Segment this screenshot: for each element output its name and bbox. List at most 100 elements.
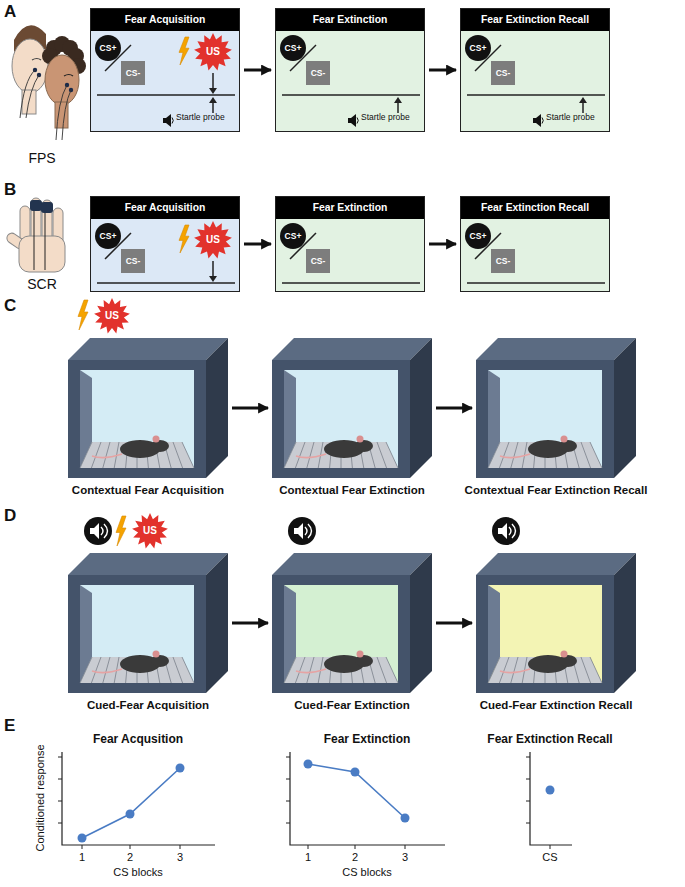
text-label: Startle probe	[546, 113, 595, 123]
speaker-badge	[84, 517, 112, 545]
mouse-tail	[296, 669, 326, 673]
sound-wave	[357, 118, 358, 124]
mouse-head	[355, 655, 373, 667]
text-label: SCR	[27, 276, 57, 292]
chamber-wall	[488, 370, 602, 468]
grid-bar	[581, 657, 591, 683]
cs-label: CS+	[470, 232, 487, 241]
square-shape	[121, 249, 145, 273]
axis-tick	[286, 823, 290, 824]
mouse-head	[355, 440, 373, 452]
text-label: 1	[79, 851, 85, 864]
cs-label: CS-	[126, 69, 141, 78]
cs-plus-circle: CS+	[280, 35, 306, 61]
grid-bar	[182, 442, 194, 468]
flow-arrow	[429, 243, 456, 246]
eye	[64, 75, 73, 77]
axis-tick	[180, 845, 181, 849]
flow-arrow	[232, 622, 268, 625]
axis-tick	[526, 801, 530, 802]
cs-label: CS+	[285, 44, 302, 53]
data-point	[401, 814, 410, 823]
chamber-drawing	[272, 553, 432, 693]
grid-bar	[295, 442, 305, 468]
stage-header: Fear Extinction	[276, 9, 424, 31]
line-chart	[58, 752, 215, 849]
axis-tick	[286, 801, 290, 802]
mouse-head	[151, 440, 169, 452]
lightning-bolt	[179, 225, 189, 253]
panel-letter: E	[4, 716, 15, 736]
wire	[34, 211, 35, 270]
square-shape	[491, 61, 515, 85]
text-label: 2	[352, 851, 358, 864]
chart-title: Fear Extinction	[324, 733, 411, 747]
grid-bar	[377, 657, 387, 683]
stage-header: Fear Extinction	[276, 197, 424, 219]
grid-bar	[488, 657, 500, 683]
cs-minus-square: CS-	[306, 61, 330, 85]
panel-letter: A	[4, 2, 16, 22]
flow-arrow	[232, 407, 268, 410]
chamber-front	[272, 575, 410, 693]
wire	[56, 85, 71, 140]
cs-label: CS+	[470, 44, 487, 53]
data-line	[82, 768, 180, 838]
timeline	[282, 94, 420, 96]
stage-box: CS+CS-USFear Acquisition	[90, 196, 240, 292]
text-label: FPS	[28, 150, 55, 166]
flow-arrow	[429, 69, 456, 72]
axis-title: Conditioned response	[34, 744, 47, 851]
square-shape	[306, 61, 330, 85]
timeline	[467, 94, 605, 96]
star-shape	[194, 221, 232, 258]
test-chamber: Contextual Fear Extinction Recall	[476, 338, 636, 478]
text-label: 1	[305, 851, 311, 864]
us-label: US	[206, 47, 220, 57]
slash	[290, 233, 316, 259]
wire	[20, 70, 39, 118]
chamber-drawing	[68, 553, 228, 693]
mouse-ear	[561, 436, 568, 443]
lightning-bolt	[78, 300, 88, 330]
cs-minus-square: CS-	[491, 61, 515, 85]
arrow-head	[209, 97, 217, 103]
arrow-head	[394, 97, 402, 103]
chamber-wall	[284, 585, 398, 683]
flow-arrow	[436, 407, 472, 410]
chamber-wall	[80, 370, 194, 468]
chamber-top	[476, 553, 636, 575]
mouse-tail	[500, 669, 530, 673]
star-shape	[194, 33, 232, 70]
us-label: US	[143, 526, 157, 536]
star-shape	[94, 298, 130, 334]
slash	[290, 45, 316, 71]
grid-bar	[499, 442, 509, 468]
lightning-bolt	[179, 37, 189, 65]
hand-illustration	[5, 198, 65, 272]
cs-minus-square: CS-	[491, 249, 515, 273]
sound-wave	[308, 524, 312, 538]
grid-bar	[307, 442, 314, 468]
grid-bar	[80, 442, 92, 468]
head	[12, 39, 48, 93]
axis-tick	[526, 823, 530, 824]
chamber-caption: Cued-Fear Extinction	[294, 699, 410, 711]
cs-plus-circle: CS+	[95, 35, 121, 61]
cs-label: CS-	[311, 257, 326, 266]
us-star: US	[193, 221, 233, 259]
axis-tick	[286, 757, 290, 758]
grid-bar	[91, 657, 101, 683]
cs-minus-square: CS-	[121, 61, 145, 85]
mouse-tail	[500, 454, 530, 458]
mouse-ear	[561, 651, 568, 658]
speaker-symbol	[348, 114, 356, 127]
us-label: US	[206, 235, 220, 245]
grid-bar	[511, 442, 518, 468]
mouse-ear	[357, 436, 364, 443]
mouse-head	[559, 440, 577, 452]
axis-tick	[58, 779, 62, 780]
speaker-symbol	[533, 114, 541, 127]
axis-tick	[82, 845, 83, 849]
